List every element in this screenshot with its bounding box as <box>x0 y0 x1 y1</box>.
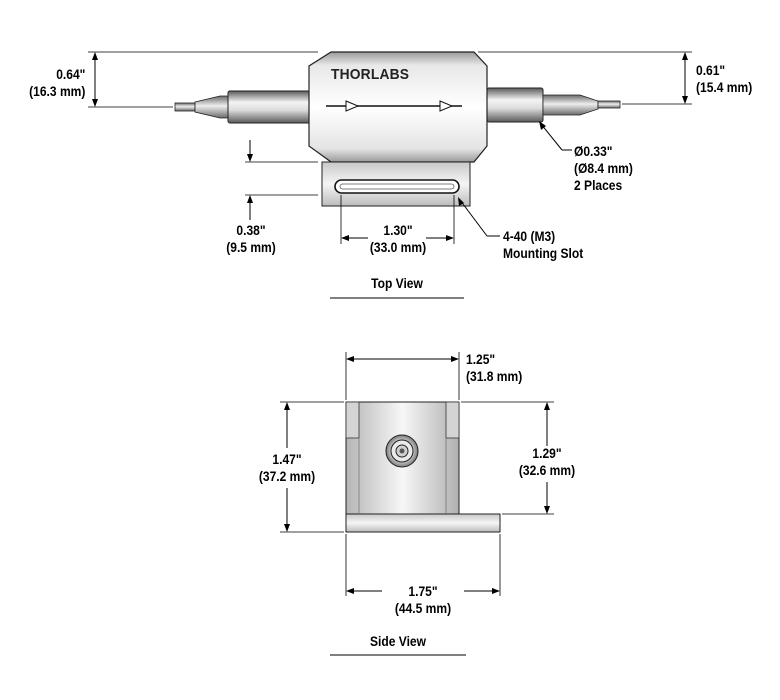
top-view <box>88 51 692 299</box>
side-base-plate <box>345 513 501 533</box>
leader-mounting-slot <box>458 197 500 237</box>
direction-arrow-icon <box>345 100 360 112</box>
body-height-label: 1.29" (32.6 mm) <box>518 445 576 478</box>
dim-right-height <box>478 51 692 105</box>
dim-total-height <box>280 401 344 533</box>
right-height-label: 0.61" (15.4 mm) <box>696 62 753 95</box>
mounting-slot-label: 4-40 (M3) Mounting Slot <box>503 228 584 261</box>
dim-base-offset <box>245 140 318 220</box>
dim-body-height <box>461 401 554 515</box>
top-width-label: 1.25" (31.8 mm) <box>466 351 523 384</box>
mounting-slot <box>334 179 460 194</box>
dim-top-width <box>345 352 460 400</box>
dim-base-width <box>345 534 501 596</box>
fiber-port-icon <box>385 434 419 468</box>
diameter-label: Ø0.33" (Ø8.4 mm) 2 Places <box>574 143 633 193</box>
dim-slot-length <box>340 195 455 244</box>
leader-diameter <box>539 121 572 151</box>
left-fiber-pigtail <box>174 90 313 124</box>
direction-arrow-icon <box>439 100 454 112</box>
total-height-label: 1.47" (37.2 mm) <box>258 451 316 484</box>
right-fiber-pigtail <box>486 87 621 123</box>
base-offset-label: 0.38" (9.5 mm) <box>226 222 276 255</box>
base-width-label: 1.75" (44.5 mm) <box>394 583 452 616</box>
top-view-title: Top View <box>371 275 423 291</box>
side-view <box>280 352 554 656</box>
dim-left-height <box>88 51 318 108</box>
side-view-title: Side View <box>369 633 426 649</box>
left-height-label: 0.64" (16.3 mm) <box>28 66 85 99</box>
slot-length-label: 1.30" (33.0 mm) <box>369 222 427 255</box>
isolator-body <box>308 51 488 163</box>
brand-logo: THORLABS <box>331 66 410 83</box>
